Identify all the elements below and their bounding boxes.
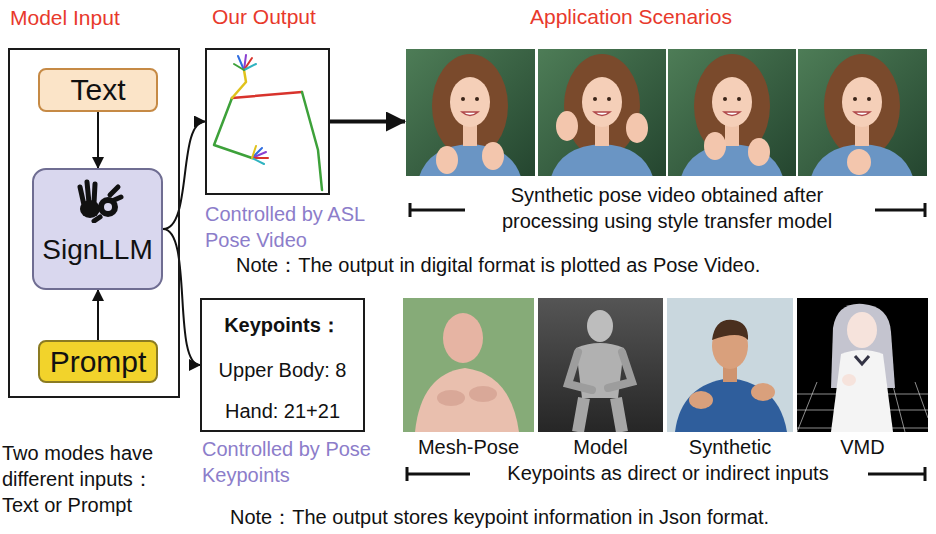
connector-arrow: [163, 229, 200, 365]
keypoint-applications: [403, 298, 928, 432]
input-box: Text: [38, 68, 158, 112]
box-heading: Keypoints：: [224, 312, 341, 339]
image-label: VMD: [797, 436, 928, 459]
input-box: Prompt: [38, 340, 158, 383]
input-panel: Model InputTextSignLLMPrompt: [8, 48, 180, 398]
box-text: Upper Body: 8: [219, 359, 347, 382]
output-caption: Controlled by ASL Pose Video: [205, 201, 390, 253]
note: Note：The output in digital format is plo…: [236, 252, 760, 279]
model-box: SignLLM: [32, 168, 163, 290]
sign-hands-icon: [74, 175, 124, 223]
section-heading: Application Scenarios: [530, 5, 732, 29]
box-text: Hand: 21+21: [225, 400, 340, 423]
note: Note：The output stores keypoint informat…: [230, 504, 769, 531]
strip-caption: Synthetic pose video obtained after proc…: [467, 182, 867, 234]
strip-caption: Keypoints as direct or indirect inputs: [470, 462, 866, 485]
connector-arrow: [97, 290, 99, 340]
pose-drawing: [214, 55, 322, 190]
connector-arrow: [163, 122, 205, 230]
connector-arrow: [330, 120, 405, 124]
section-heading: Our Output: [212, 5, 316, 29]
pose-output-box: Controlled by ASL Pose Video: [205, 48, 330, 195]
box-text: SignLLM: [42, 234, 153, 266]
box-text: Prompt: [50, 345, 147, 379]
mode-note: Two modes have different inputs：Text or …: [2, 440, 187, 518]
output-caption: Controlled by Pose Keypoints: [202, 436, 377, 488]
image-label: Model: [538, 436, 663, 459]
box-text: Text: [70, 73, 125, 107]
image-label: Synthetic: [667, 436, 793, 459]
keypoints-box: Keypoints：Upper Body: 8Hand: 21+21Contro…: [200, 298, 365, 432]
connector-arrow: [97, 112, 99, 168]
section-heading: Model Input: [10, 6, 120, 30]
photo-strip: Synthetic pose video obtained after proc…: [405, 48, 928, 177]
image-label: Mesh-Pose: [403, 436, 534, 459]
style-transfer-photos: [405, 48, 928, 177]
